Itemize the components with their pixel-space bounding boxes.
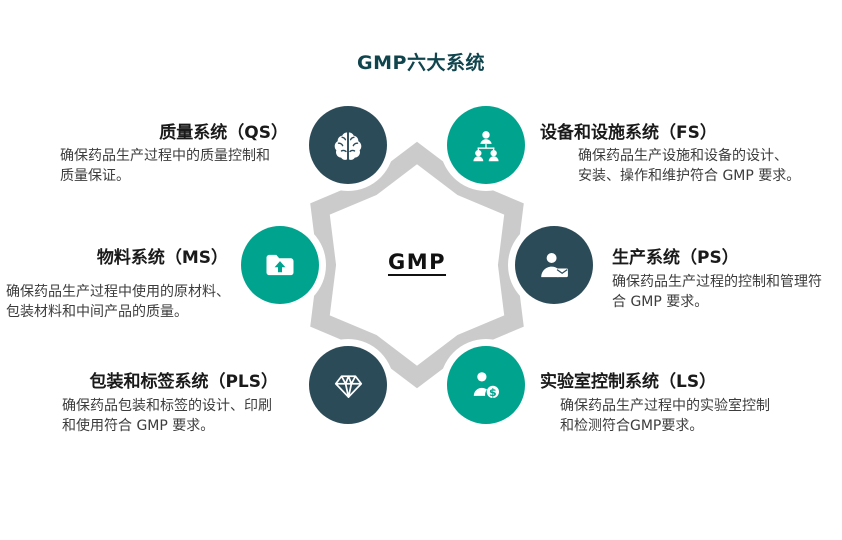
team-icon [468, 127, 504, 163]
system-name-pls: 包装和标签系统（PLS） [89, 372, 278, 392]
brain-icon [329, 126, 367, 164]
node-packaging-labeling-system [309, 346, 387, 424]
system-name-qs: 质量系统（QS） [159, 123, 288, 143]
system-desc-pls: 确保药品包装和标签的设计、印刷 和使用符合 GMP 要求。 [62, 398, 272, 435]
system-name-fs: 设备和设施系统（FS） [540, 123, 717, 143]
svg-text:$: $ [489, 385, 497, 398]
node-laboratory-system: $ [447, 346, 525, 424]
system-desc-ls: 确保药品生产过程中的实验室控制 和检测符合GMP要求。 [560, 398, 770, 435]
system-name-ms: 物料系统（MS） [96, 248, 228, 268]
system-desc-fs: 确保药品生产设施和设备的设计、 安装、操作和维护符合 GMP 要求。 [578, 148, 801, 185]
system-desc-ps: 确保药品生产过程的控制和管理符 合 GMP 要求。 [612, 274, 822, 311]
system-name-ls: 实验室控制系统（LS） [540, 372, 717, 392]
person-dollar-icon: $ [468, 367, 505, 404]
folder-upload-icon [262, 247, 298, 283]
system-desc-ms: 确保药品生产过程中使用的原材料、 包装材料和中间产品的质量。 [6, 284, 230, 321]
page-title: GMP六大系统 [357, 52, 485, 74]
center-gmp-label: GMP [387, 250, 447, 274]
hexagon-band-path [310, 141, 524, 389]
node-production-system [515, 226, 593, 304]
diamond-icon [330, 367, 367, 404]
node-materials-system [241, 226, 319, 304]
person-mail-icon [536, 247, 573, 284]
system-name-ps: 生产系统（PS） [612, 248, 739, 268]
node-quality-system [309, 106, 387, 184]
system-desc-qs: 确保药品生产过程中的质量控制和 质量保证。 [60, 148, 270, 185]
node-facilities-system [447, 106, 525, 184]
